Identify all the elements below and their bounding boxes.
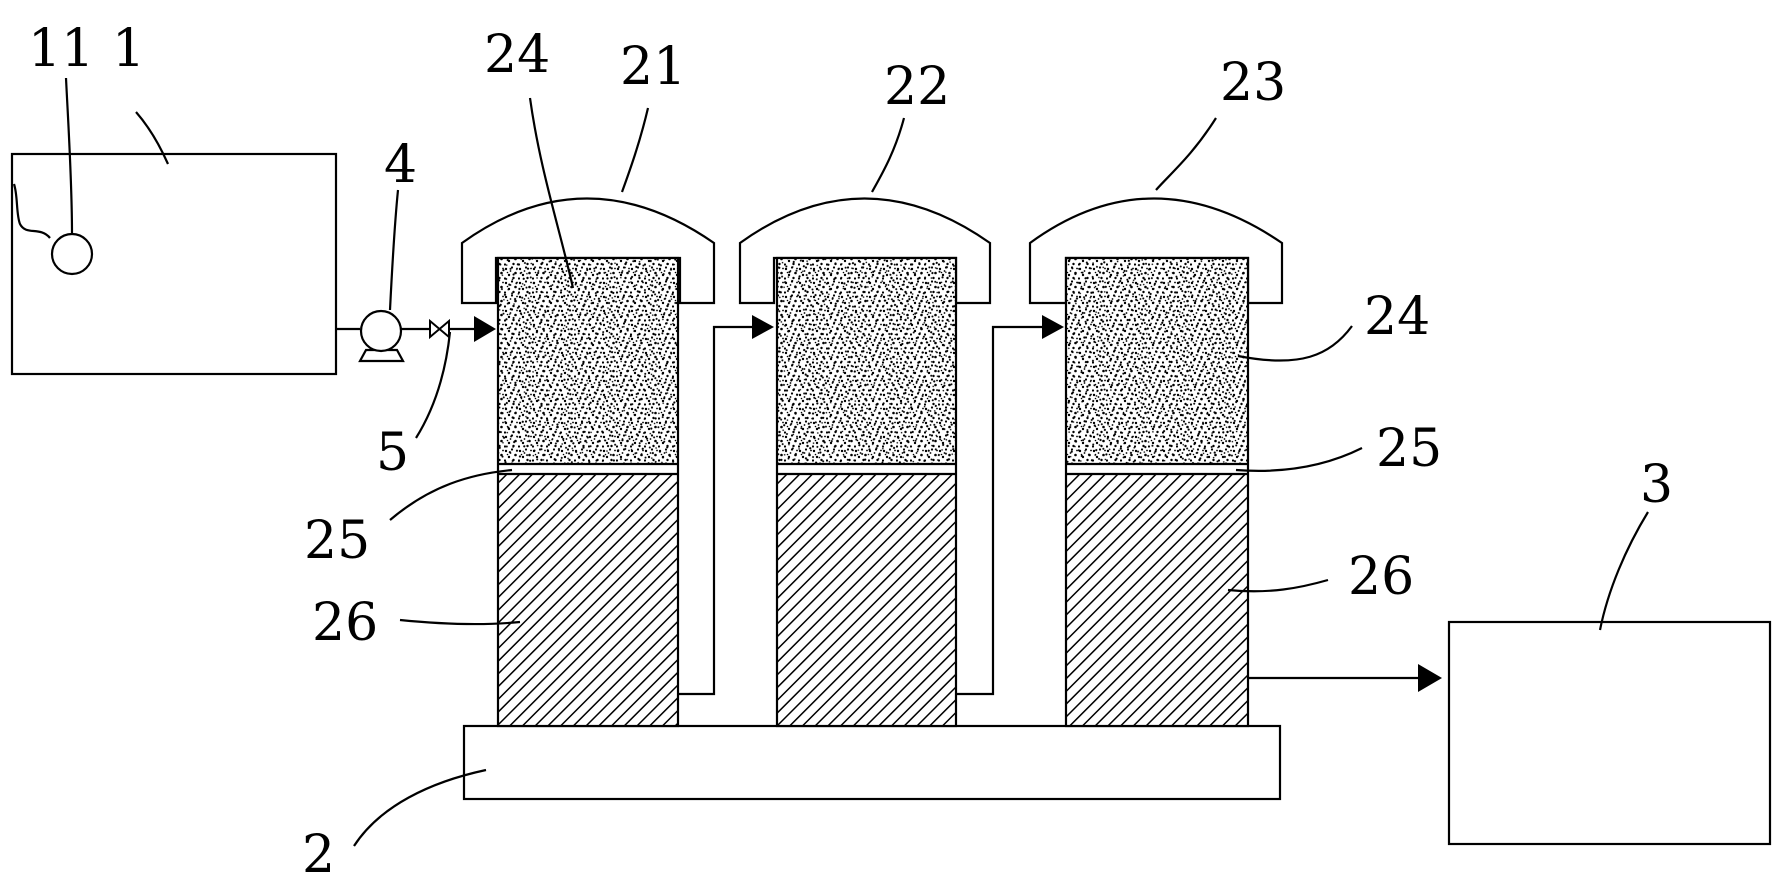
label-26-left: 26	[312, 593, 378, 653]
leader-22	[871, 117, 906, 193]
inlet-arrow-3	[1042, 315, 1064, 339]
label-24-top: 24	[484, 25, 550, 85]
label-3: 3	[1640, 455, 1673, 515]
label-1: 1	[112, 19, 145, 79]
inlet-arrow-1	[474, 316, 496, 342]
label-4: 4	[384, 135, 417, 195]
reactor-21	[460, 197, 716, 728]
reactor-23	[1028, 197, 1284, 728]
leader-23	[1155, 117, 1217, 191]
label-24-right: 24	[1364, 287, 1430, 347]
pump-4	[358, 309, 405, 363]
pipe-21-to-22	[678, 325, 754, 696]
label-21: 21	[620, 37, 686, 97]
leader-11	[64, 77, 74, 235]
label-25-right: 25	[1376, 419, 1442, 479]
leader-3	[1598, 511, 1649, 631]
leader-25a	[389, 468, 513, 521]
valve-5	[429, 318, 450, 340]
aerator-hose	[12, 183, 51, 239]
label-25-left: 25	[304, 511, 370, 571]
inlet-arrow-2	[752, 315, 774, 339]
label-23: 23	[1220, 53, 1286, 113]
reactor-22	[738, 197, 992, 728]
outlet-arrow	[1418, 664, 1442, 692]
label-22: 22	[884, 57, 950, 117]
pipe-22-to-23	[956, 325, 1044, 696]
leader-24b	[1237, 325, 1353, 362]
leader-24a	[528, 97, 575, 289]
leader-26a	[399, 618, 521, 626]
aerator-11	[50, 232, 94, 276]
leader-4	[388, 189, 400, 311]
base-2	[462, 724, 1282, 801]
label-5: 5	[376, 423, 409, 483]
effluent-tank-3	[1447, 620, 1772, 846]
leader-1	[135, 111, 170, 165]
leader-5	[415, 331, 452, 439]
leader-21	[620, 107, 650, 193]
label-2: 2	[302, 825, 335, 884]
label-11: 11	[28, 19, 94, 79]
leader-2	[353, 768, 487, 847]
leader-25b	[1235, 447, 1363, 472]
leader-26b	[1227, 578, 1329, 593]
label-26-right: 26	[1348, 547, 1414, 607]
